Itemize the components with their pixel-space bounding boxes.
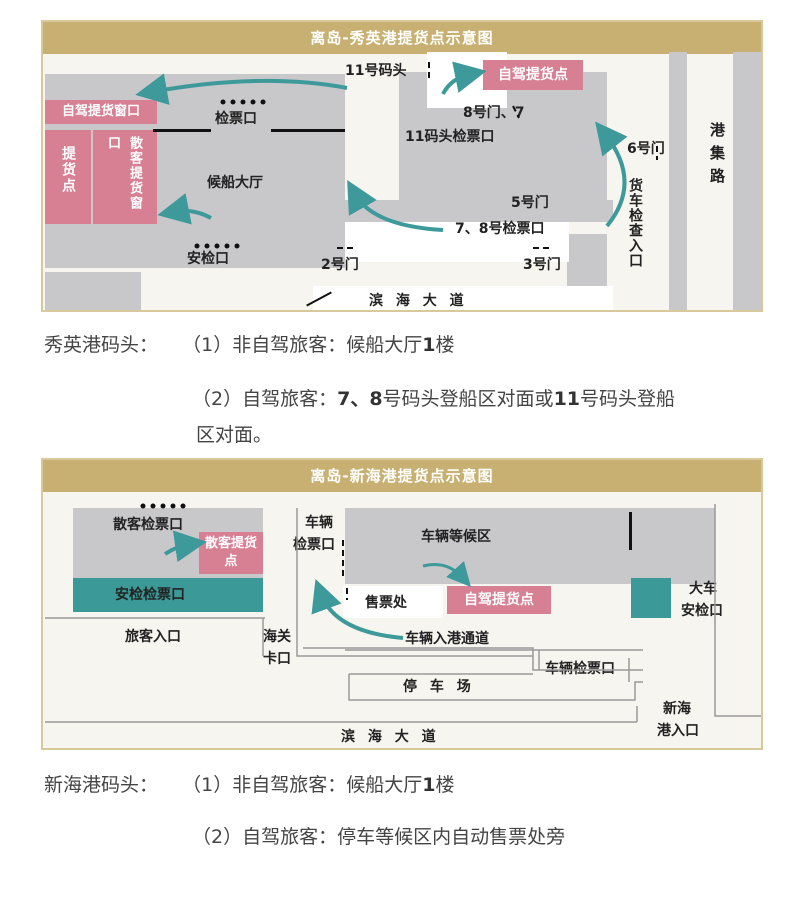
- building-vehicle-waiting: [345, 508, 715, 584]
- walkin-window-box: 散客提货窗口: [93, 130, 157, 224]
- gate5-label: 5号门: [511, 195, 549, 211]
- map-xinhai-title: 离岛-新海港提货点示意图: [43, 460, 761, 492]
- security-label: 安检口: [187, 251, 229, 267]
- walkin-window-label: 散客提货窗口: [105, 136, 142, 211]
- ticket-gate-label: 检票口: [215, 111, 257, 127]
- map-xinhai: 离岛-新海港提货点示意图 散客提货点 自驾提货点 散客检票口 车辆 检票口 车辆…: [41, 458, 763, 750]
- notes1-line1: 秀英港码头： （1）非自驾旅客：候船大厅1楼: [44, 334, 455, 356]
- building-center-strip: [283, 200, 613, 222]
- pickup-point-box: 提货点: [45, 130, 91, 224]
- building-right-1: [669, 52, 687, 310]
- notes2-prefix: 新海港码头：: [44, 774, 159, 796]
- building-top-left: [45, 74, 345, 100]
- ticket-office-label: 售票处: [365, 595, 407, 611]
- xinhai-entrance-label-2: 港入口: [657, 723, 699, 739]
- gate2-label: 2号门: [321, 257, 359, 273]
- map-xiuying: 离岛-秀英港提货点示意图 自驾提货点 自驾提货窗口 提货点 散客提货窗口 11号…: [41, 20, 763, 312]
- building-bottom-left: [45, 272, 141, 310]
- gate3-label: 3号门: [523, 257, 561, 273]
- vehicle-ticket-label-1: 车辆: [305, 515, 333, 531]
- truck-security-label-2: 安检口: [681, 603, 723, 619]
- gate6-label: 6号门: [627, 141, 665, 157]
- building-waiting-hall: [153, 100, 345, 268]
- building-right-2: [733, 52, 761, 310]
- gate8-label: 8号门、7: [463, 105, 525, 121]
- truck-security-label-1: 大车: [689, 581, 717, 597]
- notes1-line2: （2）自驾旅客：7、8号码头登船区对面或11号码头登船: [192, 388, 676, 410]
- parking-label: 停 车 场: [403, 679, 475, 695]
- selfdrive-pickup-box-2: 自驾提货点: [447, 586, 551, 614]
- selfdrive-window-label: 自驾提货窗口: [61, 104, 140, 119]
- waiting-hall-label: 候船大厅: [207, 175, 263, 191]
- bar-vehicle-right: [629, 512, 632, 550]
- gate78-ticket-label: 7、8号检票口: [455, 221, 545, 237]
- selfdrive-pickup-box: 自驾提货点: [483, 60, 583, 90]
- road-gangji-label: 港集路: [708, 122, 726, 191]
- notes2-line1: 新海港码头： （1）非自驾旅客：候船大厅1楼: [44, 774, 455, 796]
- truck-security-bar: [631, 578, 671, 618]
- passenger-entrance-label: 旅客入口: [125, 629, 181, 645]
- selfdrive-pickup-label-2: 自驾提货点: [464, 592, 534, 608]
- truck-check-label: 货车检查入口: [627, 178, 643, 268]
- notes1-line3: 区对面。: [196, 424, 273, 446]
- security-ticket-bar: [73, 578, 263, 612]
- pickup-point-label: 提货点: [60, 146, 76, 194]
- customs-label-2: 卡口: [263, 651, 291, 667]
- bar-ticket-left: [153, 129, 211, 132]
- road-binhai: [313, 286, 613, 310]
- vehicle-ticket-label-2: 检票口: [293, 537, 335, 553]
- building-right-small: [567, 234, 607, 286]
- wharf11-label: 11号码头: [345, 63, 407, 79]
- road-binhai-label: 滨 海 大 道: [369, 293, 468, 309]
- notes2-line2: （2）自驾旅客：停车等候区内自动售票处旁: [192, 826, 566, 848]
- wharf11-ticket-label: 11码头检票口: [405, 129, 495, 145]
- bar-ticket-right: [271, 129, 345, 132]
- xinhai-entrance-label-1: 新海: [663, 701, 691, 717]
- vehicle-ticket-office-label: 车辆检票口: [545, 661, 615, 677]
- selfdrive-window-box: 自驾提货窗口: [45, 100, 157, 124]
- notes1-prefix: 秀英港码头：: [44, 334, 159, 356]
- walkin-ticket-label: 散客检票口: [113, 517, 183, 533]
- security-ticket-label: 安检检票口: [115, 587, 185, 603]
- selfdrive-pickup-label: 自驾提货点: [498, 67, 568, 83]
- walkin-pickup-label: 散客提货点: [204, 536, 257, 569]
- road-binhai-label-2: 滨 海 大 道: [341, 729, 440, 745]
- walkin-pickup-box: 散客提货点: [199, 532, 263, 574]
- vehicle-waiting-label: 车辆等候区: [421, 529, 491, 545]
- vehicle-channel-label: 车辆入港通道: [405, 631, 489, 647]
- customs-label-1: 海关: [263, 629, 291, 645]
- map-xiuying-title: 离岛-秀英港提货点示意图: [43, 22, 761, 54]
